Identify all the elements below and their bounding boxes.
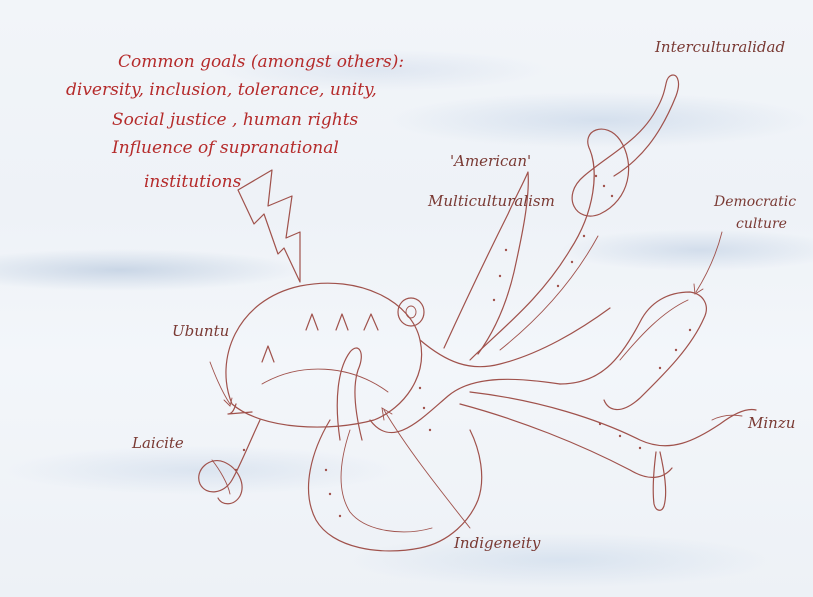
octopus-pupil xyxy=(406,306,416,318)
tentacle-minzu xyxy=(470,392,756,446)
head-marking-2 xyxy=(336,314,348,330)
label-american: 'American' xyxy=(450,152,531,170)
tentacle-democratic xyxy=(560,292,706,410)
label-indigeneity: Indigeneity xyxy=(454,534,540,552)
label-multiculturalism: Multiculturalism xyxy=(428,192,555,210)
head-marking-4 xyxy=(262,346,274,362)
head-marking-1 xyxy=(306,314,318,330)
tentacle-minzu-tip xyxy=(653,452,665,510)
goals-line-3: Social justice , human rights xyxy=(112,110,358,130)
goals-line-4: Influence of supranational xyxy=(112,138,339,158)
arrow-indigeneity xyxy=(384,410,470,528)
tentacle-democratic-inner xyxy=(620,300,688,360)
goals-line-2: diversity, inclusion, tolerance, unity, xyxy=(66,80,377,100)
label-interculturalidad: Interculturalidad xyxy=(655,38,785,56)
label-laicite: Laicite xyxy=(132,434,184,452)
label-minzu: Minzu xyxy=(748,414,795,432)
tentacle-ubuntu xyxy=(228,404,252,414)
label-ubuntu: Ubuntu xyxy=(172,322,229,340)
label-democratic: Democratic xyxy=(714,194,796,210)
tentacle-interculturalidad xyxy=(470,75,678,360)
goals-line-5: institutions xyxy=(144,172,241,192)
tentacle-interculturalidad-inner xyxy=(500,236,598,350)
goals-line-1: Common goals (amongst others): xyxy=(118,52,404,72)
octopus-head xyxy=(226,283,422,427)
head-inner-lip xyxy=(262,369,388,392)
head-marking-3 xyxy=(364,314,378,330)
lightning-bolt xyxy=(238,170,300,282)
tentacle-indigeneity-inner xyxy=(341,430,432,532)
tentacle-laicite-curl xyxy=(212,460,230,494)
octopus-eye xyxy=(398,298,424,326)
arrow-democratic xyxy=(696,232,722,292)
arrow-democratic-head xyxy=(694,284,703,294)
label-culture: culture xyxy=(736,216,787,232)
